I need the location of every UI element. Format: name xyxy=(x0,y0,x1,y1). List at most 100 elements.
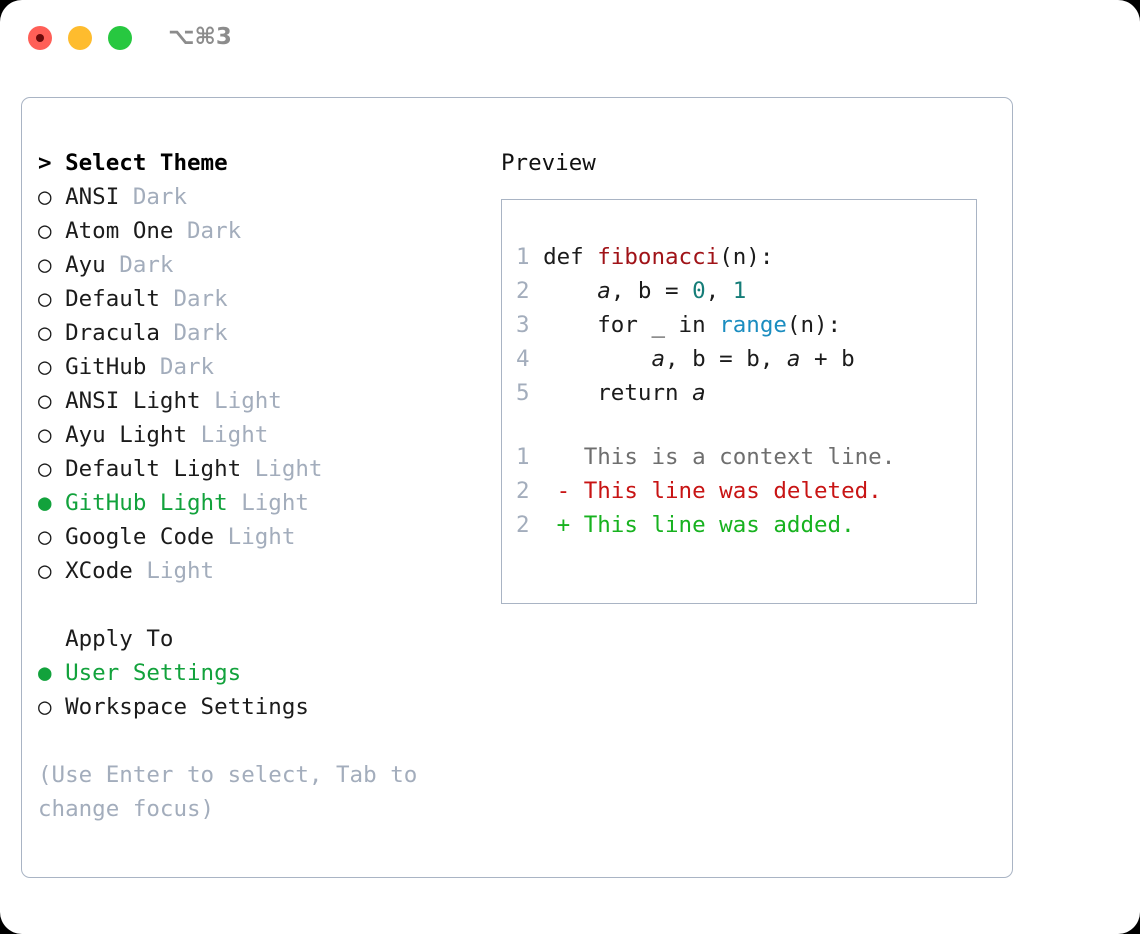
preview-column: Preview 1 def fibonacci(n):2 a, b = 0, 1… xyxy=(501,146,1001,604)
theme-kind-label: Light xyxy=(241,490,309,516)
theme-list: ○ ANSI Dark○ Atom One Dark○ Ayu Dark○ De… xyxy=(38,180,468,588)
theme-list-item[interactable]: ○ GitHub Dark xyxy=(38,350,468,384)
theme-kind-label: Dark xyxy=(187,218,242,244)
theme-kind-label: Dark xyxy=(173,286,228,312)
radio-selected-icon: ● xyxy=(38,490,66,516)
code-line: 4 a, b = b, a + b xyxy=(516,342,966,376)
apply-to-label: User Settings xyxy=(65,660,242,686)
code-line: 2 a, b = 0, 1 xyxy=(516,274,966,308)
theme-list-item[interactable]: ● GitHub Light Light xyxy=(38,486,468,520)
close-button[interactable] xyxy=(28,26,52,50)
line-number: 3 xyxy=(516,312,530,338)
apply-to-option[interactable]: ○ Workspace Settings xyxy=(38,690,468,724)
radio-unselected-icon: ○ xyxy=(38,184,66,210)
radio-unselected-icon: ○ xyxy=(38,524,66,550)
radio-unselected-icon: ○ xyxy=(38,422,66,448)
theme-name: Ayu Light xyxy=(65,422,188,448)
radio-unselected-icon: ○ xyxy=(38,218,66,244)
theme-kind-label: Dark xyxy=(173,320,228,346)
theme-list-item[interactable]: ○ ANSI Dark xyxy=(38,180,468,214)
code-text: a, b = b, a + b xyxy=(651,346,855,372)
diff-line: 2 - This line was deleted. xyxy=(516,474,966,508)
theme-name: GitHub Light xyxy=(65,490,228,516)
theme-kind-label: Light xyxy=(227,524,296,550)
theme-list-item[interactable]: ○ Ayu Light Light xyxy=(38,418,468,452)
syntax-variable: a xyxy=(597,278,611,304)
apply-to-option[interactable]: ● User Settings xyxy=(38,656,468,690)
theme-kind-label: Dark xyxy=(132,184,188,210)
radio-unselected-icon: ○ xyxy=(38,456,66,482)
theme-list-item[interactable]: ○ Atom One Dark xyxy=(38,214,468,248)
traffic-lights xyxy=(28,26,132,50)
theme-list-item[interactable]: ○ Dracula Dark xyxy=(38,316,468,350)
line-number: 2 xyxy=(516,478,530,504)
theme-list-item[interactable]: ○ XCode Light xyxy=(38,554,468,588)
line-number: 2 xyxy=(516,278,530,304)
theme-list-item[interactable]: ○ Default Dark xyxy=(38,282,468,316)
code-line: 1 def fibonacci(n): xyxy=(516,240,966,274)
code-text: a, b = 0, 1 xyxy=(597,278,747,304)
theme-name: ANSI Light xyxy=(65,388,201,414)
theme-kind-label: Light xyxy=(200,422,269,448)
zoom-button[interactable] xyxy=(108,26,132,50)
theme-name: Ayu xyxy=(65,252,106,278)
apply-to-header: Apply To xyxy=(65,626,174,652)
radio-unselected-icon: ○ xyxy=(38,252,66,278)
theme-kind-label: Light xyxy=(146,558,215,584)
diff-text-deleted: - This line was deleted. xyxy=(529,478,882,504)
syntax-variable: a xyxy=(651,346,665,372)
diff-line: 2 + This line was added. xyxy=(516,508,966,542)
syntax-variable: a xyxy=(786,346,801,372)
hint-text: (Use Enter to select, Tab to change focu… xyxy=(38,762,418,822)
theme-selector-panel: > Select Theme ○ ANSI Dark○ Atom One Dar… xyxy=(21,97,1013,878)
select-theme-header: > Select Theme xyxy=(38,150,228,176)
theme-name: Atom One xyxy=(65,218,174,244)
syntax-builtin: range xyxy=(719,312,787,338)
theme-list-item[interactable]: ○ Ayu Dark xyxy=(38,248,468,282)
radio-unselected-icon: ○ xyxy=(38,558,66,584)
theme-name: Default xyxy=(65,286,160,312)
title-bar: ⌥⌘3 xyxy=(0,0,1140,78)
theme-kind-label: Dark xyxy=(119,252,174,278)
theme-name: XCode xyxy=(65,558,133,584)
code-text: def fibonacci(n): xyxy=(529,244,774,270)
theme-list-column: > Select Theme ○ ANSI Dark○ Atom One Dar… xyxy=(38,146,468,826)
syntax-number: 1 xyxy=(732,278,747,304)
theme-list-item[interactable]: ○ Default Light Light xyxy=(38,452,468,486)
line-number: 2 xyxy=(516,512,530,538)
diff-text-added: + This line was added. xyxy=(529,512,855,538)
line-number: 1 xyxy=(516,244,530,270)
theme-name: ANSI xyxy=(65,184,120,210)
apply-to-list: ● User Settings○ Workspace Settings xyxy=(38,656,468,724)
diff-text-context: This is a context line. xyxy=(529,444,896,470)
preview-heading: Preview xyxy=(501,150,596,176)
diff-line: 1 This is a context line. xyxy=(516,440,966,474)
radio-unselected-icon: ○ xyxy=(38,354,66,380)
radio-unselected-icon: ○ xyxy=(38,320,66,346)
code-spacer xyxy=(516,410,966,440)
radio-unselected-icon: ○ xyxy=(38,694,66,720)
theme-name: Google Code xyxy=(65,524,215,550)
theme-list-item[interactable]: ○ Google Code Light xyxy=(38,520,468,554)
theme-name: GitHub xyxy=(65,354,147,380)
radio-selected-icon: ● xyxy=(38,660,66,686)
code-text: return a xyxy=(529,380,706,406)
theme-name: Default Light xyxy=(65,456,242,482)
minimize-button[interactable] xyxy=(68,26,92,50)
syntax-function: fibonacci xyxy=(597,244,720,270)
syntax-variable: a xyxy=(692,380,706,406)
radio-unselected-icon: ○ xyxy=(38,286,66,312)
code-line: 3 for _ in range(n): xyxy=(516,308,966,342)
code-text: for _ in range(n): xyxy=(529,312,842,338)
theme-kind-label: Dark xyxy=(159,354,215,380)
apply-to-label: Workspace Settings xyxy=(65,694,309,720)
code-line: 5 return a xyxy=(516,376,966,410)
line-number: 4 xyxy=(516,346,530,372)
radio-unselected-icon: ○ xyxy=(38,388,66,414)
theme-name: Dracula xyxy=(65,320,160,346)
window-shortcut-label: ⌥⌘3 xyxy=(168,24,232,50)
theme-list-item[interactable]: ○ ANSI Light Light xyxy=(38,384,468,418)
